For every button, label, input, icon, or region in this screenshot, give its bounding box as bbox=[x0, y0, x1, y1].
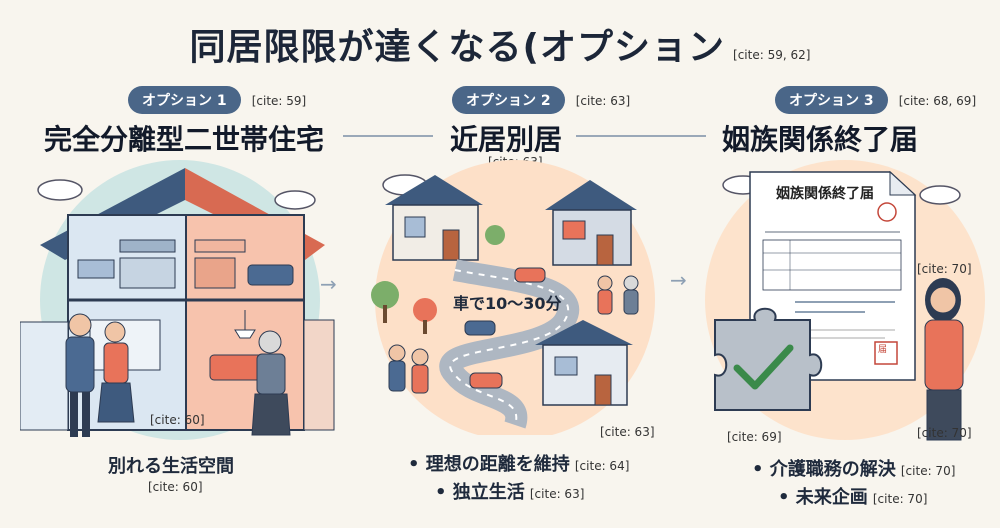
option3-bullet-2-cite: [cite: 70] bbox=[872, 492, 928, 506]
option3-bullet-2-text: • 未来企画 bbox=[778, 487, 868, 508]
option3-bullet-1: • 介護職務の解決 [cite: 70] bbox=[752, 455, 955, 481]
option3-person-cite-top: [cite: 70] bbox=[917, 262, 972, 276]
road-distance-label: 車で10〜30分 bbox=[453, 294, 562, 313]
option2-bullet-2: • 独立生活 [cite: 63] bbox=[435, 478, 584, 504]
option2-bullet-1-text: • 理想の距離を維持 bbox=[408, 454, 570, 475]
option2-pill-cite: [cite: 63] bbox=[575, 94, 631, 108]
option1-pill-cite: [cite: 59] bbox=[251, 94, 307, 108]
option3-pill: オプション 3 bbox=[775, 86, 888, 114]
option3-bullet-1-text: • 介護職務の解決 bbox=[752, 459, 896, 480]
arrow-right-icon: → bbox=[320, 272, 337, 296]
title-text: 同居限限が達くなる(オプション bbox=[189, 27, 726, 68]
checkmark-icon bbox=[733, 344, 794, 390]
option1-bullet: 別れる生活空間 bbox=[108, 452, 234, 478]
smiling-woman-figure bbox=[924, 278, 964, 441]
option2-bullet-2-text: • 独立生活 bbox=[435, 482, 525, 503]
option1-illustration-cite: [cite: 60] bbox=[150, 413, 205, 427]
elderly-woman-figure bbox=[251, 330, 291, 436]
duplex-house-illustration bbox=[20, 160, 335, 440]
tree-icon bbox=[371, 225, 505, 334]
option2-bullet-1-cite: [cite: 64] bbox=[574, 459, 630, 473]
connector-line-1 bbox=[343, 135, 433, 137]
arrow-right-icon: → bbox=[670, 268, 687, 292]
option3-person-cite-bottom: [cite: 70] bbox=[917, 426, 972, 440]
option1-pill-row: オプション 1 [cite: 59] bbox=[128, 86, 306, 114]
option1-bullet-text: 別れる生活空間 bbox=[108, 456, 234, 477]
option2-bullet-1: • 理想の距離を維持 [cite: 64] bbox=[408, 450, 629, 476]
option3-bullet-2: • 未来企画 [cite: 70] bbox=[778, 483, 927, 509]
option3-puzzle-cite: [cite: 69] bbox=[727, 430, 782, 444]
title-cite: [cite: 59, 62] bbox=[733, 48, 811, 62]
option2-pill: オプション 2 bbox=[452, 86, 565, 114]
document-stamp: 届 bbox=[878, 345, 888, 355]
option3-bullet-1-cite: [cite: 70] bbox=[900, 464, 956, 478]
family-couple-figures bbox=[65, 313, 135, 437]
option1-heading: 完全分離型二世帯住宅 bbox=[44, 123, 325, 156]
option1-bullet-cite: [cite: 60] bbox=[148, 480, 203, 494]
option2-bullet-2-cite: [cite: 63] bbox=[529, 487, 585, 501]
family-greeting-figures bbox=[597, 275, 639, 315]
page-title: 同居限限が達くなる(オプション [cite: 59, 62] bbox=[0, 18, 1000, 70]
document-title: 姻族関係終了届 bbox=[776, 186, 874, 202]
option2-pill-row: オプション 2 [cite: 63] bbox=[452, 86, 630, 114]
document-illustration bbox=[705, 160, 985, 441]
cloud-icon bbox=[37, 179, 316, 210]
puzzle-piece-icon bbox=[714, 307, 823, 411]
option1-pill: オプション 1 bbox=[128, 86, 241, 114]
option2-illustration-cite: [cite: 63] bbox=[600, 425, 655, 439]
option3-pill-cite: [cite: 68, 69] bbox=[898, 94, 977, 108]
option2-heading: 近居別居 bbox=[450, 123, 563, 156]
nearby-houses-illustration bbox=[371, 160, 655, 435]
option3-heading: 姻族関係終了届 bbox=[722, 123, 919, 156]
option3-pill-row: オプション 3 [cite: 68, 69] bbox=[775, 86, 976, 114]
waving-couple-figures bbox=[388, 344, 429, 394]
connector-line-2 bbox=[576, 135, 706, 137]
car-icon bbox=[464, 267, 546, 389]
